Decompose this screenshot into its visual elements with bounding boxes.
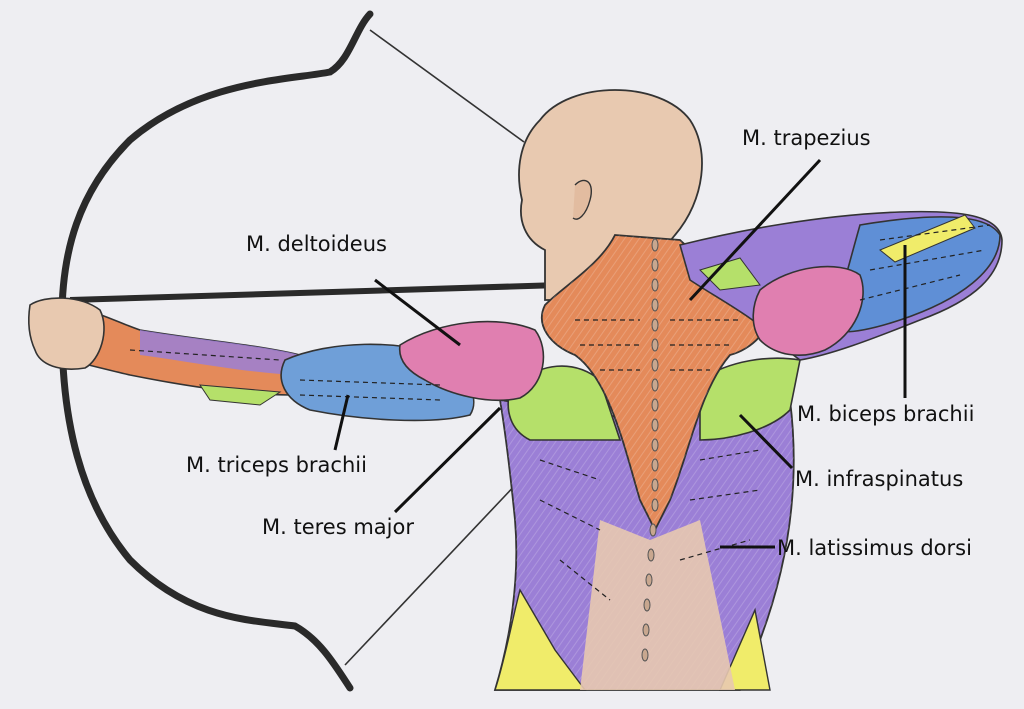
bow-string-lower — [345, 480, 520, 665]
bow-string-upper — [370, 30, 524, 142]
leader-teres — [395, 408, 500, 512]
label-biceps-brachii: M. biceps brachii — [797, 404, 974, 425]
hand-left — [29, 298, 104, 369]
label-trapezius: M. trapezius — [742, 128, 871, 149]
left-arm — [29, 298, 544, 420]
label-infraspinatus: M. infraspinatus — [795, 469, 963, 490]
label-latissimus-dorsi: M. latissimus dorsi — [777, 538, 972, 559]
label-teres-major: M. teres major — [262, 517, 414, 538]
arrow — [70, 285, 560, 300]
label-triceps-brachii: M. triceps brachii — [186, 455, 367, 476]
label-deltoideus: M. deltoideus — [246, 234, 387, 255]
